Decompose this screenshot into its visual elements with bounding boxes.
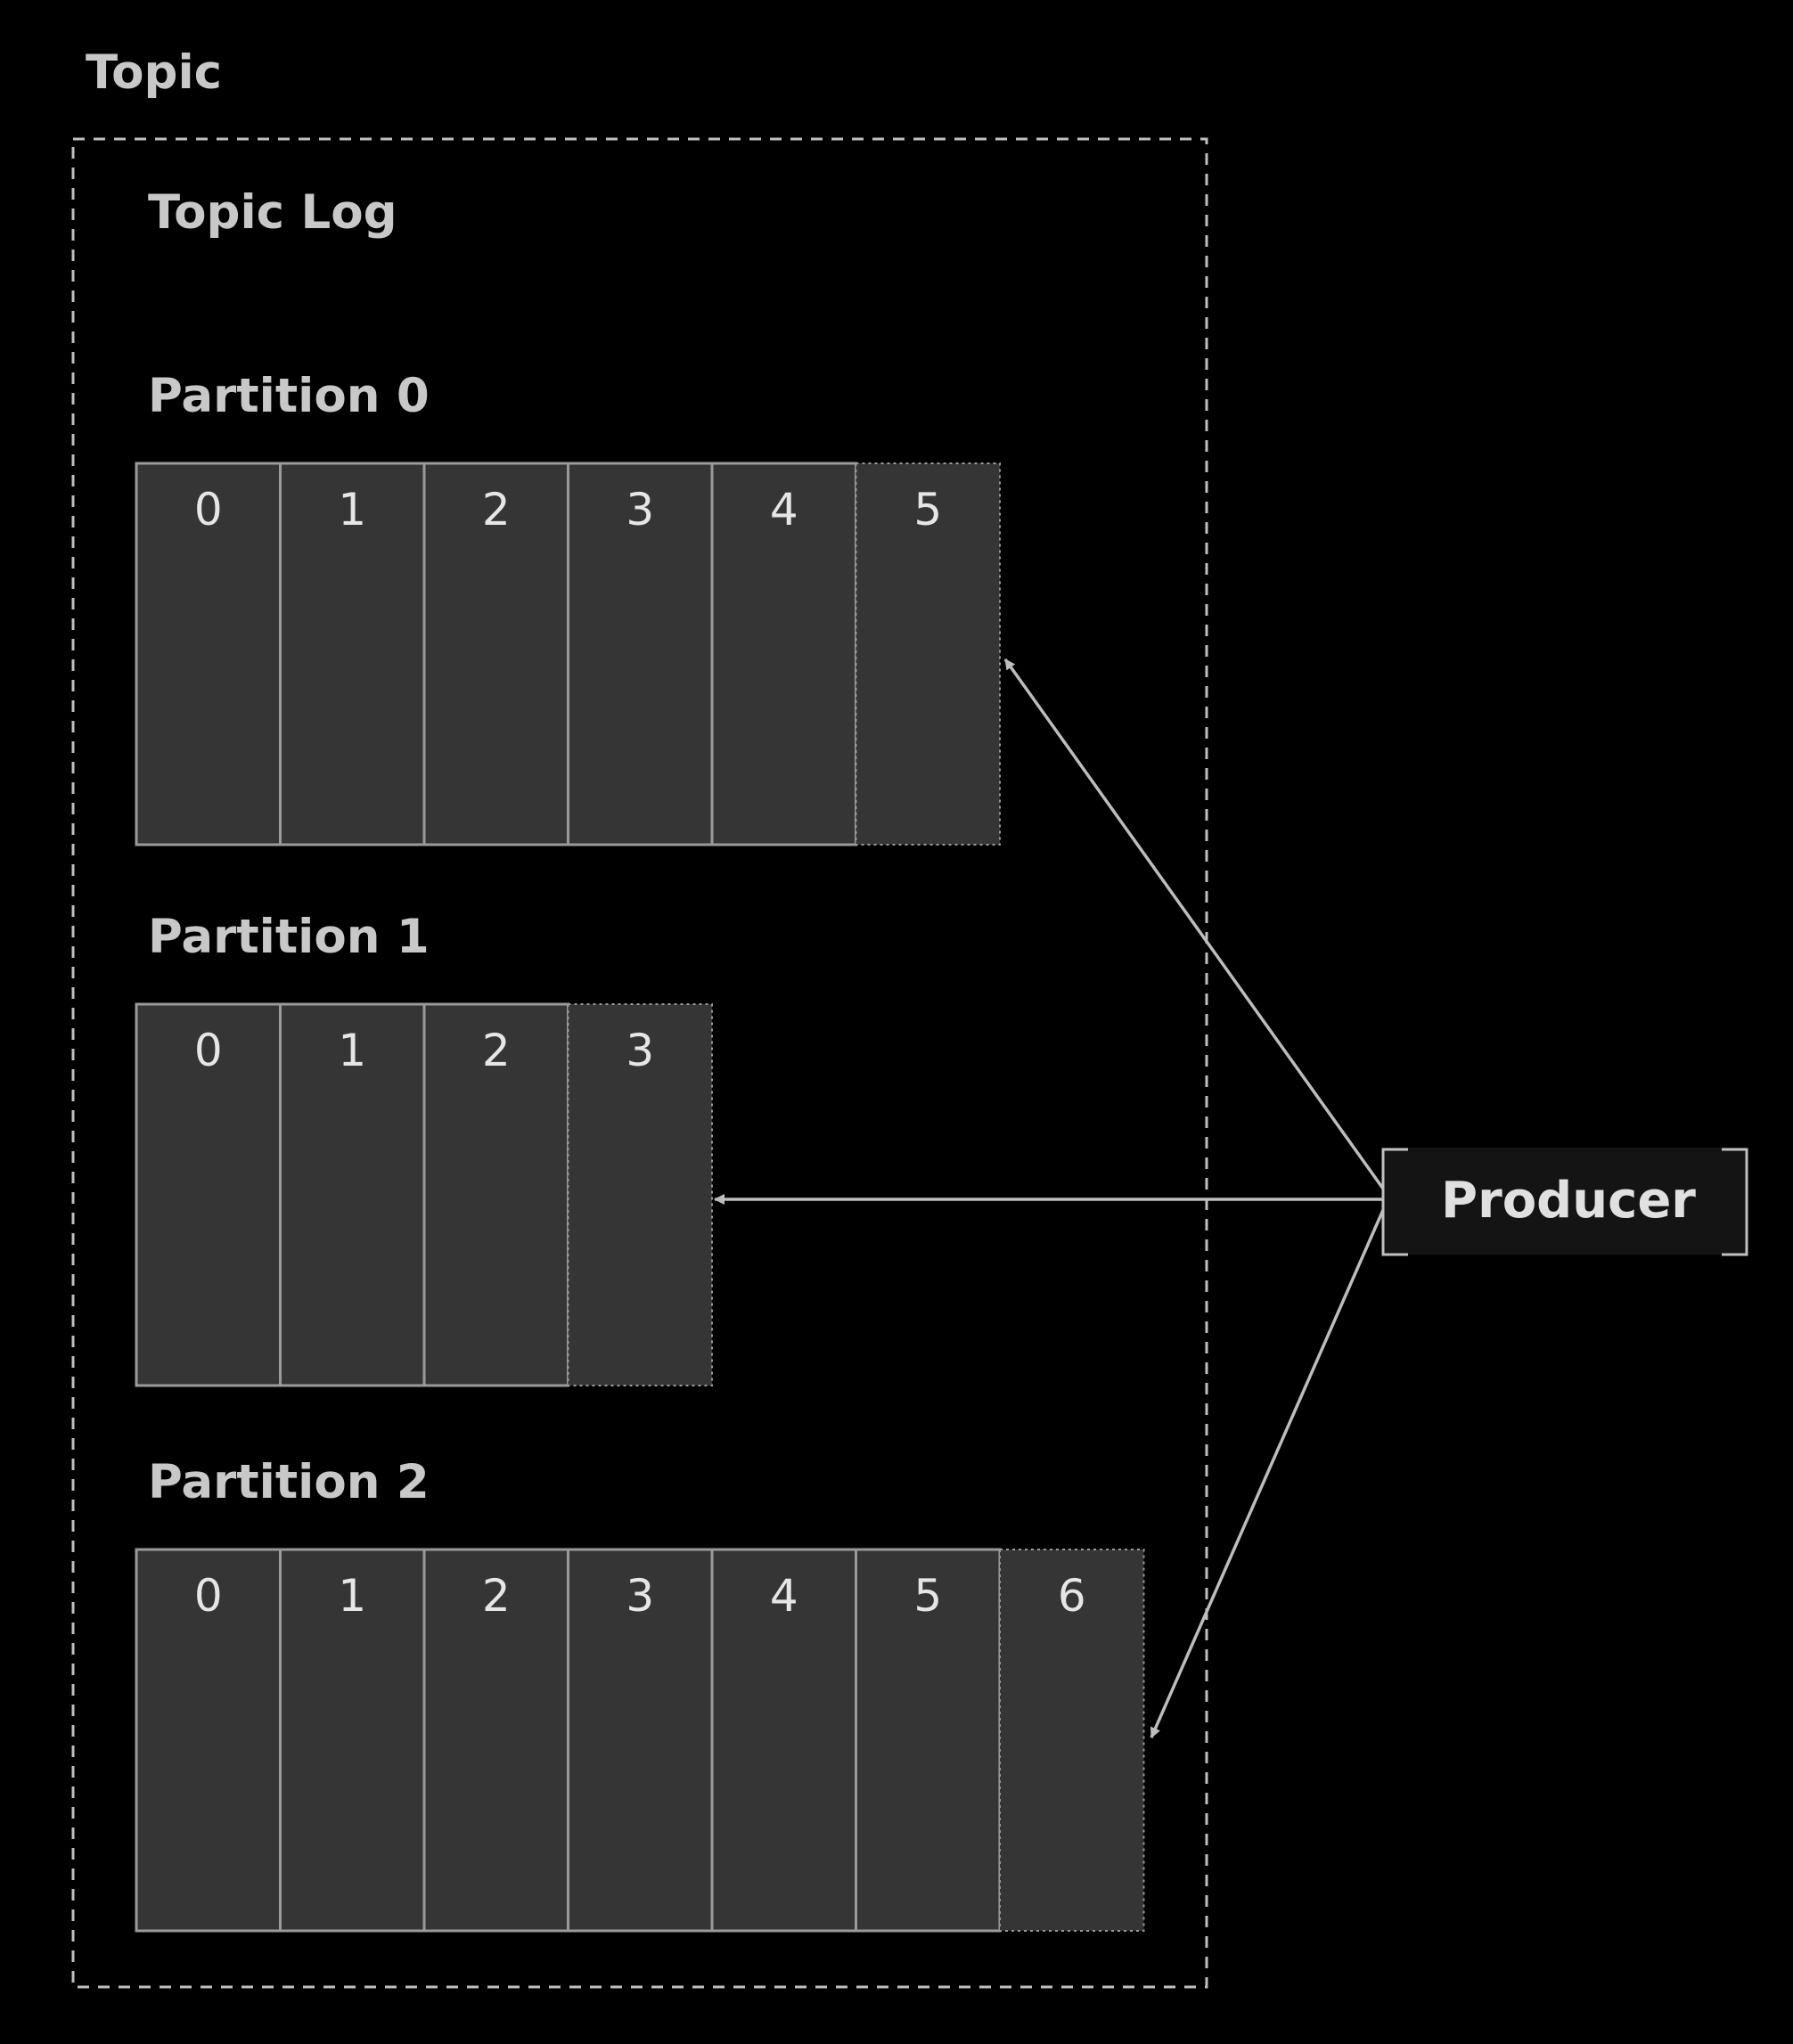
partition-2-record-cell	[855, 1548, 1002, 1933]
partition-2-offset-label: 5	[913, 1570, 942, 1622]
partition-1-record-cell	[279, 1002, 426, 1387]
producer-fill	[1383, 1148, 1747, 1255]
partition-1-log: 0 1 2 3	[135, 1002, 713, 1387]
partition-0-record-cell	[422, 462, 569, 846]
partition-0-record-cell	[710, 462, 857, 846]
partition-2-offset-label: 4	[770, 1570, 798, 1622]
partition-2-offset-label: 1	[338, 1570, 366, 1622]
partition-0-label: Partition 0	[148, 369, 430, 423]
partition-0-record-cell	[279, 462, 426, 846]
partition-2-record-cell	[422, 1548, 569, 1933]
partition-2-offset-label: 6	[1058, 1570, 1086, 1622]
partition-2-record-cell	[279, 1548, 426, 1933]
partition-1-offset-label: 2	[482, 1025, 511, 1076]
topic-log-label: Topic Log	[148, 185, 397, 240]
partition-1-label: Partition 1	[148, 910, 430, 964]
topic-label: Topic	[86, 45, 222, 100]
partition-2-new-record-cell	[999, 1549, 1145, 1932]
partition-2-log: 0 1 2 3 4 5 6	[135, 1548, 1145, 1933]
partition-0-record-cell	[135, 462, 282, 846]
partition-0-offset-label: 4	[770, 484, 798, 536]
partition-2-label: Partition 2	[148, 1455, 430, 1509]
partition-2-offset-label: 3	[626, 1570, 654, 1622]
partition-2-record-cell	[567, 1548, 714, 1933]
arrow-to-partition-2	[1150, 1209, 1385, 1738]
partition-0-log: 0 1 2 3 4 5	[135, 462, 1001, 846]
producer-bracket-left	[1381, 1148, 1408, 1256]
partition-2-offset-label: 0	[194, 1570, 223, 1622]
partition-0-offset-label: 1	[338, 484, 366, 536]
producer-box: Producer	[1381, 1148, 1748, 1256]
arrow-to-partition-0	[1003, 658, 1385, 1190]
partition-0-offset-label: 2	[482, 484, 511, 536]
partition-1-offset-label: 1	[338, 1025, 366, 1076]
producer-label: Producer	[1441, 1172, 1696, 1230]
partition-0-offset-label: 3	[626, 484, 654, 536]
partition-0-offset-label: 0	[194, 484, 223, 536]
partition-1-new-record-cell	[567, 1003, 713, 1386]
partition-0-record-cell	[567, 462, 714, 846]
topic-boundary	[71, 137, 1208, 1989]
partition-2-offset-label: 2	[482, 1570, 511, 1622]
partition-0-offset-label: 5	[913, 484, 942, 536]
partition-1-offset-label: 3	[626, 1025, 654, 1076]
partition-0-new-record-cell	[855, 462, 1001, 846]
partition-2-record-cell	[710, 1548, 857, 1933]
producer-bracket-right	[1722, 1148, 1748, 1256]
partition-1-offset-label: 0	[194, 1025, 223, 1076]
partition-1-record-cell	[422, 1002, 569, 1387]
